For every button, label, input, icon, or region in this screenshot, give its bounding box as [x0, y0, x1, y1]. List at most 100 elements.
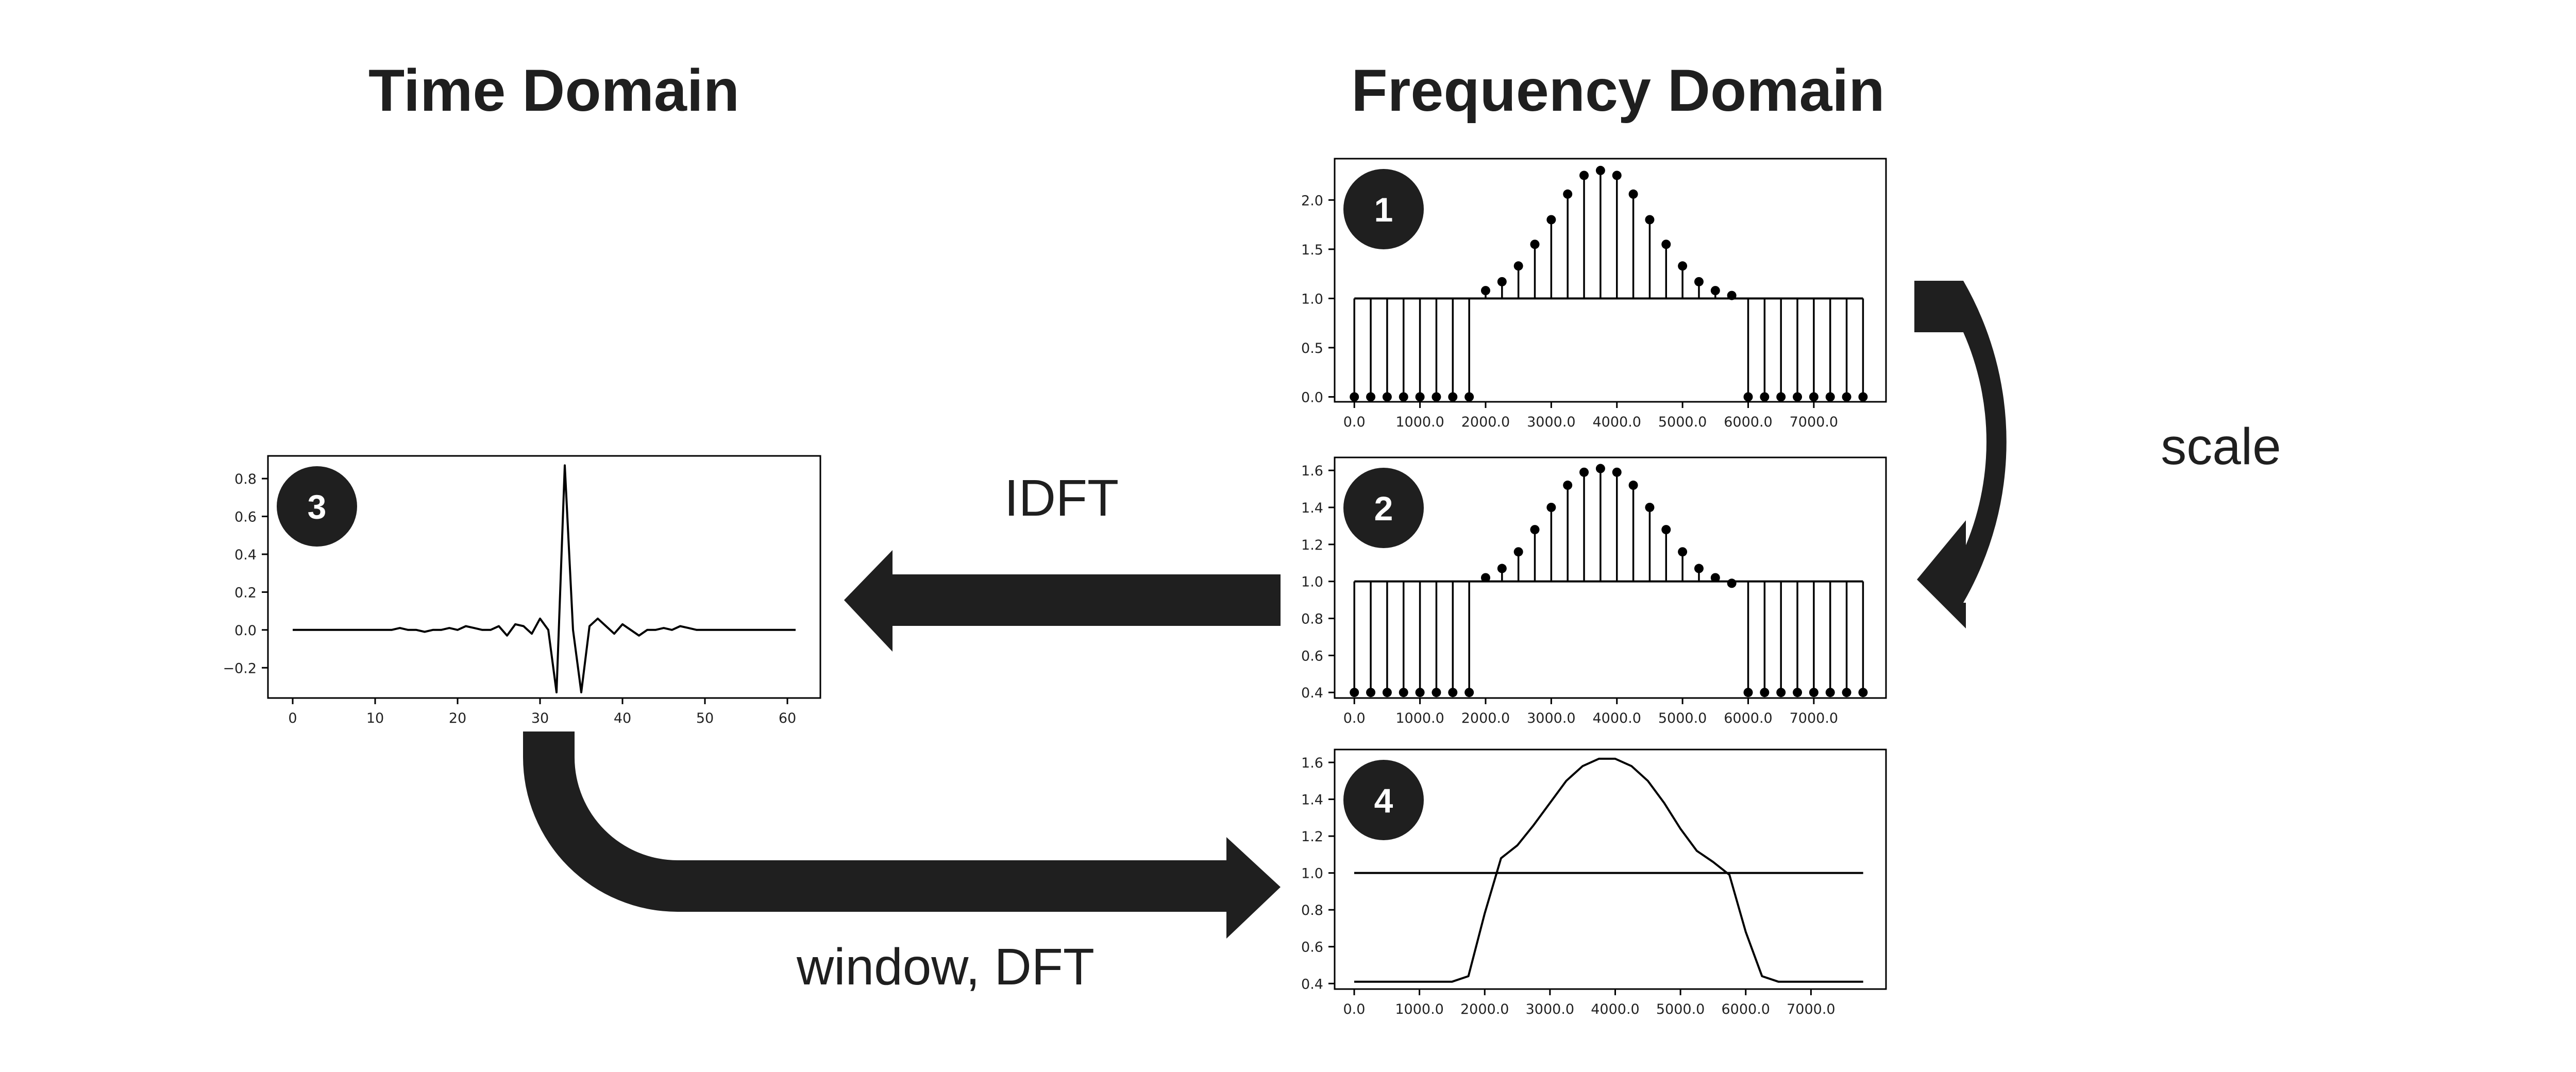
plot-4-series-line: [1354, 757, 1863, 983]
plot-1-stem-marker: [1809, 392, 1819, 402]
plot-2-ytick-label: 0.6: [1301, 648, 1323, 664]
plot-2-stem-marker: [1809, 688, 1819, 697]
plot-2-ytick-label: 1.4: [1301, 500, 1323, 516]
plot-1-stem-marker: [1546, 215, 1556, 225]
plot-1-stem-marker: [1497, 277, 1507, 286]
window-dft-label: window, DFT: [797, 938, 1095, 996]
plot-2-xtick-label: 4000.0: [1592, 710, 1641, 726]
plot-1-stem-marker: [1382, 392, 1392, 402]
plot-1-xtick-label: 7000.0: [1790, 414, 1838, 430]
plot-2-stem-marker: [1448, 688, 1458, 697]
plot-3-frame: [267, 455, 821, 699]
plot-1-ytick-label: 1.0: [1301, 291, 1323, 307]
plot-1-stem-marker: [1530, 240, 1540, 249]
plot-2-stem-marker: [1415, 688, 1425, 697]
plot-1-stem-marker: [1661, 240, 1671, 249]
plot-1-stem-marker: [1645, 215, 1655, 225]
plot-3-badge: [277, 466, 357, 547]
plot-2-stem-marker: [1727, 578, 1737, 588]
idft-arrow-shaft: [893, 574, 1281, 626]
plot-4-xtick-label: 5000.0: [1656, 1001, 1705, 1017]
plot-2-xtick-label: 0.0: [1343, 710, 1366, 726]
scale-arrow: [1914, 281, 2007, 628]
plot-1-stem-marker: [1710, 286, 1720, 296]
plot-2-stem-marker: [1464, 688, 1474, 697]
plot-3-xtick-label: 0: [288, 710, 297, 726]
plot-4-ytick-label: 0.8: [1301, 903, 1323, 918]
plot-1-xtick-label: 1000.0: [1395, 414, 1444, 430]
plot-1-ytick-label: 0.5: [1301, 341, 1323, 356]
plot-2-xtick-label: 7000.0: [1790, 710, 1838, 726]
plot-4-ytick-label: 1.0: [1301, 866, 1323, 882]
plot-2-stem-marker: [1710, 573, 1720, 583]
plot-1-stem-marker: [1612, 171, 1622, 180]
plot-4-xtick-label: 4000.0: [1591, 1001, 1639, 1017]
plot-2-stem-marker: [1579, 467, 1589, 477]
plot-1-stem-marker: [1776, 392, 1786, 402]
plot-2-stem-marker: [1645, 502, 1655, 512]
plot-2-frame: [1334, 456, 1887, 699]
plot-2-stem-marker: [1858, 688, 1868, 697]
plot-2-stem-marker: [1793, 688, 1803, 697]
plot-3-ytick-label: 0.4: [234, 547, 257, 563]
scale-label: scale: [2161, 418, 2281, 475]
plot-3-ytick-label: −0.2: [223, 660, 257, 676]
plot-4-xtick-label: 2000.0: [1460, 1001, 1509, 1017]
plot-3-xtick-label: 50: [696, 710, 714, 726]
plot-1-stem-marker: [1842, 392, 1851, 402]
time-domain-title: Time Domain: [368, 58, 739, 124]
plot-1-stem-marker: [1432, 392, 1441, 402]
plot-4-xtick-label: 3000.0: [1526, 1001, 1574, 1017]
plot-2-stem-marker: [1350, 688, 1359, 697]
plot-1-xtick-label: 0.0: [1343, 414, 1366, 430]
plot-2-ytick-label: 1.0: [1301, 574, 1323, 590]
plot-1-stem-marker: [1727, 291, 1737, 300]
plot-2-badge: [1343, 468, 1424, 548]
plot-2-ytick-label: 0.8: [1301, 611, 1323, 627]
plot-2-stem-marker: [1743, 688, 1753, 697]
plot-3-xtick-label: 30: [531, 710, 549, 726]
plot-2-stem-marker: [1694, 564, 1704, 573]
plot-4-badge-number: 4: [1374, 781, 1393, 820]
plot-2-stem-marker: [1382, 688, 1392, 697]
plot-3-series-line: [293, 464, 796, 693]
plot-1-xtick-label: 6000.0: [1724, 414, 1772, 430]
plot-1-stem-marker: [1825, 392, 1835, 402]
plot-2-stem-marker: [1661, 525, 1671, 535]
frequency-domain-title: Frequency Domain: [1351, 58, 1885, 124]
plot-4-ytick-label: 1.2: [1301, 829, 1323, 845]
plot-2-stem-marker: [1513, 547, 1523, 557]
plot-2-xtick-label: 5000.0: [1658, 710, 1707, 726]
plot-4-ytick-label: 0.6: [1301, 940, 1323, 956]
plot-2-stem-marker: [1612, 467, 1622, 477]
plot-2-stem-marker: [1432, 688, 1441, 697]
plot-1-stem-marker: [1366, 392, 1376, 402]
plot-2-stem-marker: [1776, 688, 1786, 697]
plot-1-stem-marker: [1793, 392, 1803, 402]
plot-1-stem-marker: [1415, 392, 1425, 402]
idft-label: IDFT: [1004, 469, 1119, 527]
plot-2-stem-marker: [1760, 688, 1770, 697]
plot-1-frame: [1334, 158, 1887, 403]
plot-4-ytick-label: 0.4: [1301, 976, 1323, 992]
plot-1-stem-marker: [1760, 392, 1770, 402]
plot-4-xtick-label: 6000.0: [1722, 1001, 1770, 1017]
plot-4-xtick-label: 1000.0: [1395, 1001, 1443, 1017]
plot-2-ytick-label: 1.2: [1301, 537, 1323, 553]
plot-1-ytick-label: 0.0: [1301, 389, 1323, 405]
plot-3-xtick-label: 60: [779, 710, 796, 726]
plot-1-stem-marker: [1480, 286, 1490, 296]
plot-2-stem-marker: [1497, 564, 1507, 573]
idft-arrow-head: [844, 550, 893, 652]
plot-1-stem-marker: [1743, 392, 1753, 402]
plot-4-ytick-label: 1.4: [1301, 792, 1323, 808]
plot-2-xtick-label: 3000.0: [1527, 710, 1575, 726]
plot-1-ytick-label: 2.0: [1301, 193, 1323, 209]
plot-4-frame: [1334, 748, 1887, 990]
plot-3-xtick-label: 40: [614, 710, 631, 726]
plot-2-stem-marker: [1678, 547, 1688, 557]
plot-1-stem-marker: [1563, 189, 1573, 199]
plot-2-stem-marker: [1366, 688, 1376, 697]
plot-1-stem-marker: [1513, 261, 1523, 271]
